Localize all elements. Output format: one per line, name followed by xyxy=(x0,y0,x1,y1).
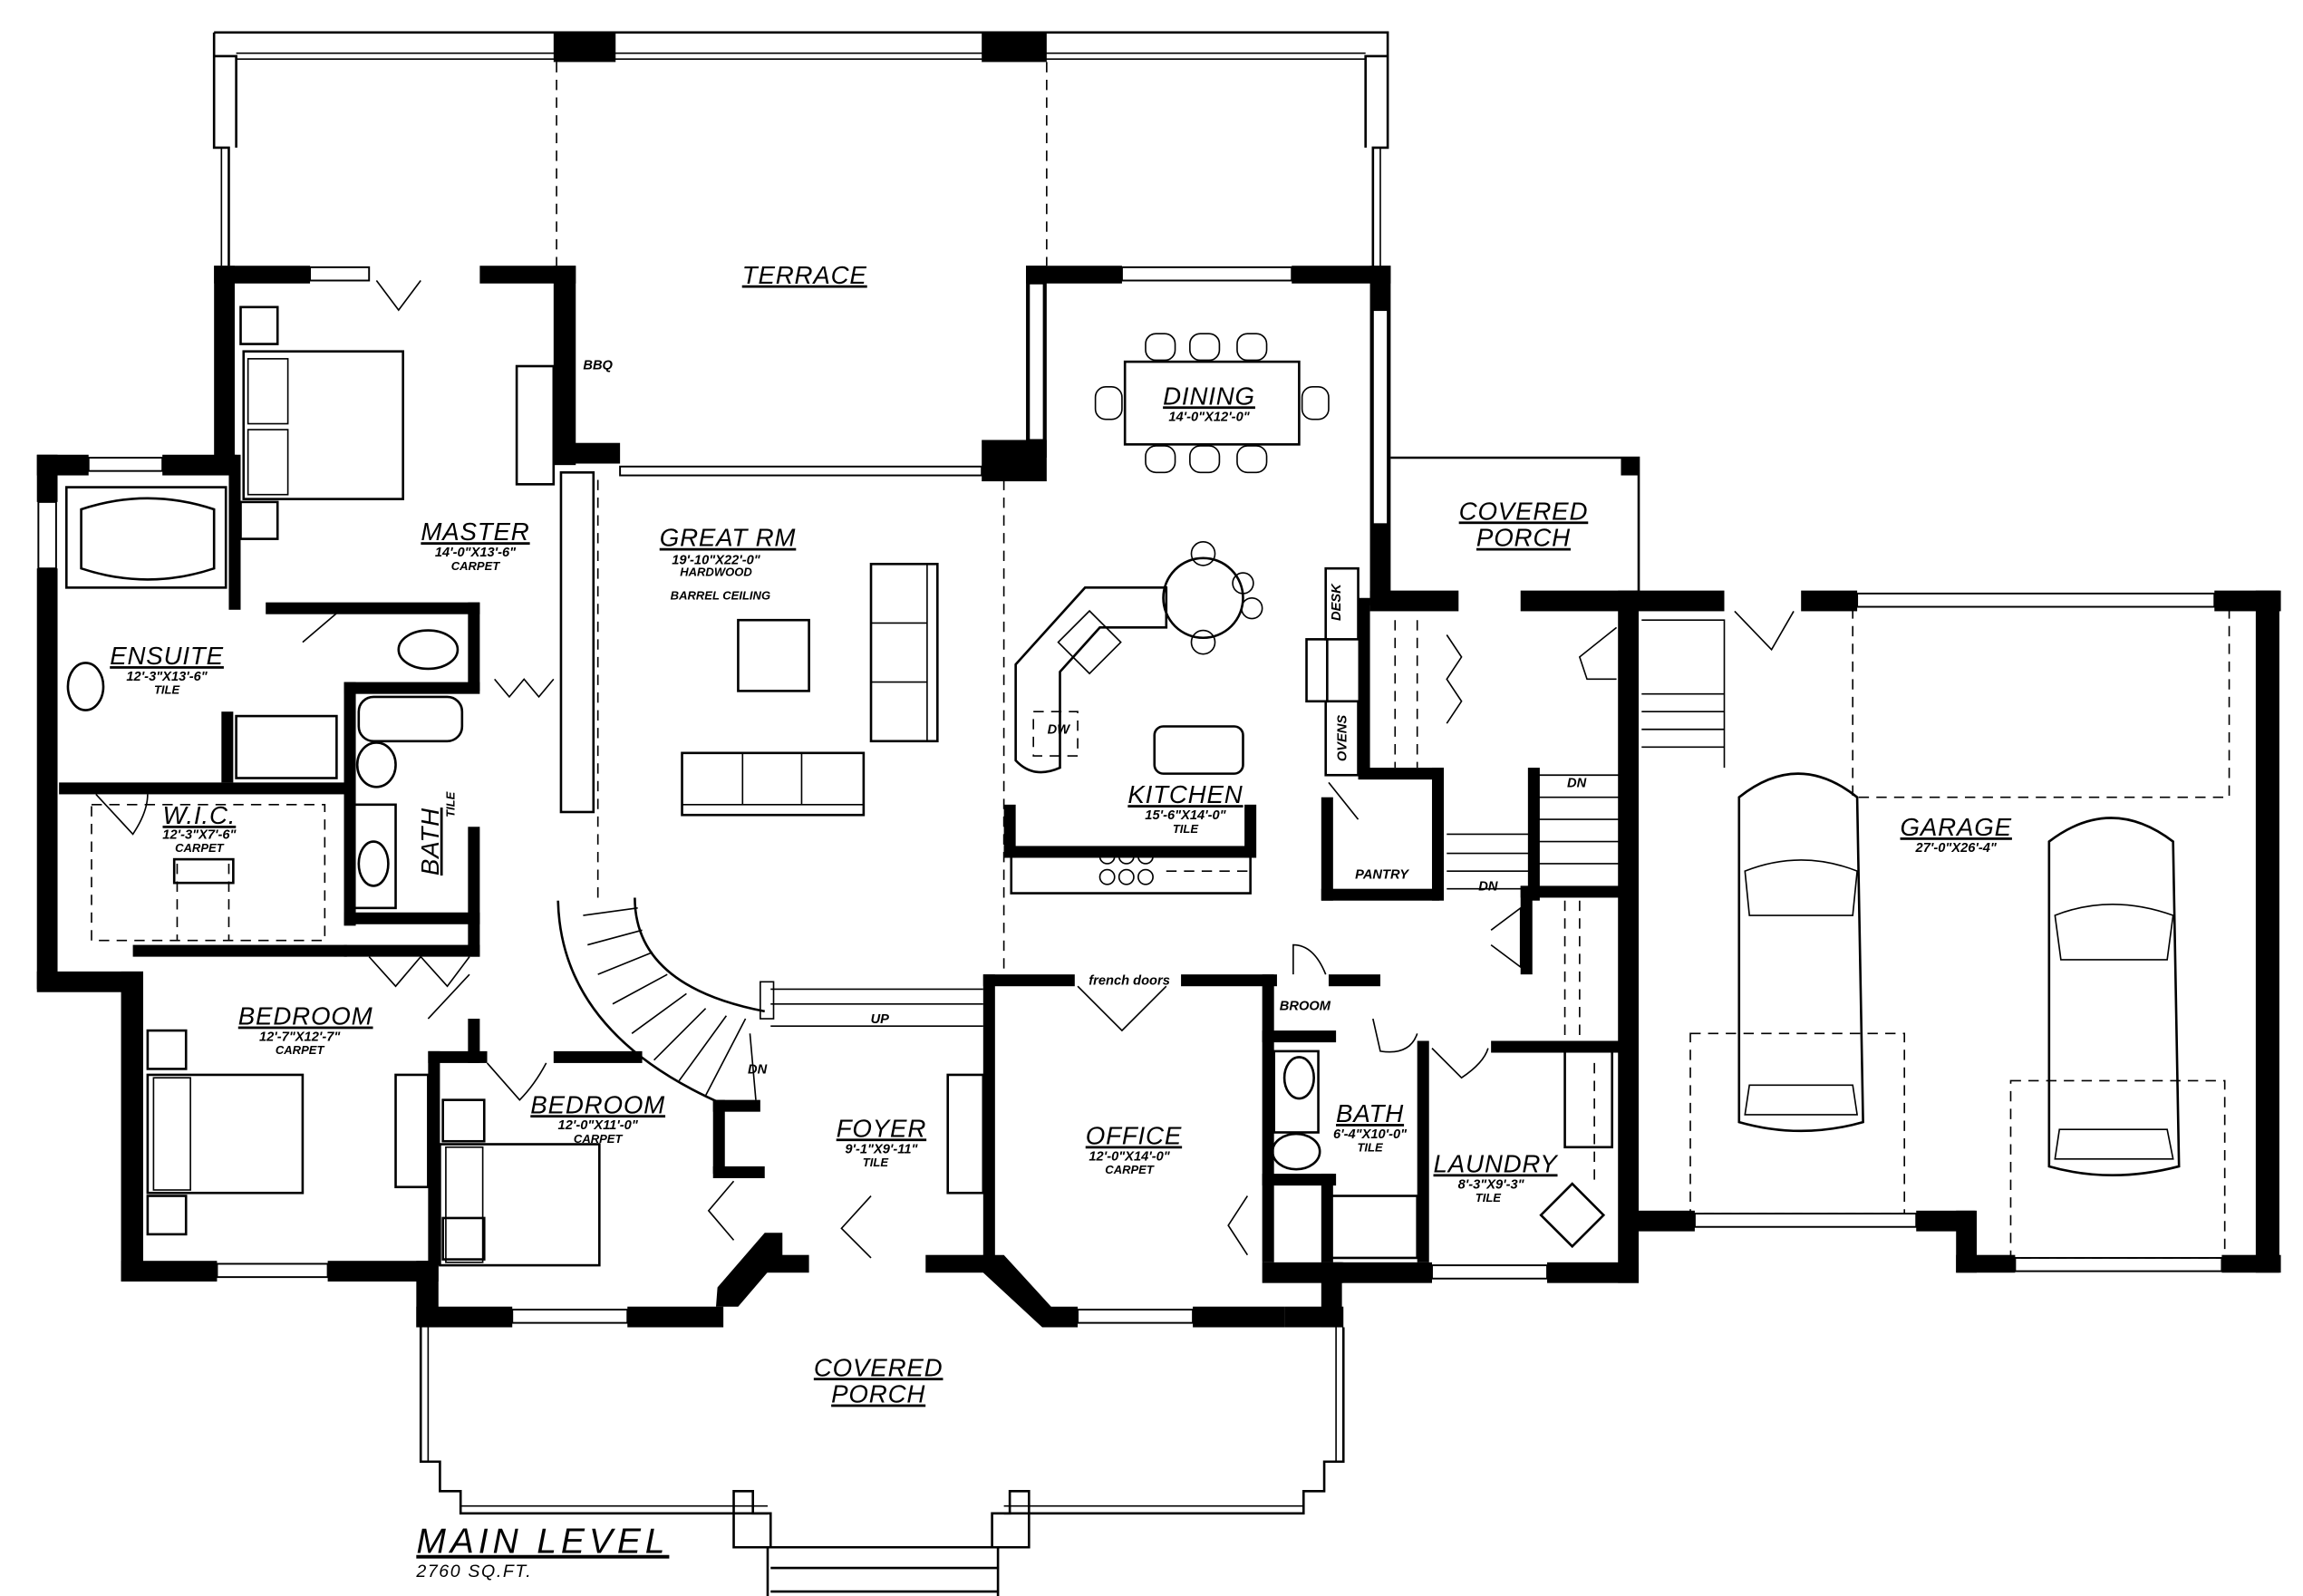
wic-label: W.I.C. xyxy=(163,801,237,829)
car-left xyxy=(1737,772,1864,1133)
laundry-label: LAUNDRY xyxy=(1434,1149,1560,1177)
office-dim: 12'-0"X14'-0" xyxy=(1089,1149,1170,1164)
desk-label: DESK xyxy=(1330,583,1344,621)
ensuite-label: ENSUITE xyxy=(110,642,224,670)
great-room-furniture xyxy=(556,470,1005,1106)
bedroom1-floor: CARPET xyxy=(276,1043,325,1057)
rear-covered-porch xyxy=(1390,456,1640,598)
dn-stair-top-label: DN xyxy=(1567,776,1587,790)
bedroom2-floor: CARPET xyxy=(574,1132,624,1146)
terrace-label: TERRACE xyxy=(742,261,867,289)
garage-label: GARAGE xyxy=(1901,813,2012,841)
garage-cars xyxy=(1689,608,2230,1259)
front-porch-label-1: COVERED xyxy=(814,1353,943,1381)
kitchen-dim: 15'-6"X14'-0" xyxy=(1145,808,1226,823)
dw-label: DW xyxy=(1048,723,1071,738)
master-dim: 14'-0"X13'-6" xyxy=(435,546,517,560)
bedroom1-label: BEDROOM xyxy=(238,1002,373,1030)
foyer-floor: TILE xyxy=(863,1156,889,1169)
windows xyxy=(37,266,2223,1324)
service-stairs xyxy=(1394,619,1726,1041)
door-swings xyxy=(95,280,1795,1259)
wic-dim: 12'-3"X7'-6" xyxy=(162,827,237,842)
broom-label: BROOM xyxy=(1280,999,1331,1013)
kitchen-floor: TILE xyxy=(1173,822,1199,836)
foyer-label: FOYER xyxy=(837,1114,926,1142)
bath2-dim: 6'-4"X10'-0" xyxy=(1333,1127,1408,1142)
ensuite-dim: 12'-3"X13'-6" xyxy=(126,670,208,684)
front-covered-porch xyxy=(419,1327,1345,1596)
great-rm-dim: 19'-10"X22'-0" xyxy=(672,553,761,567)
rear-porch-label-2: PORCH xyxy=(1476,524,1571,552)
great-rm-label: GREAT RM xyxy=(660,524,797,552)
dining-label: DINING xyxy=(1163,382,1255,410)
terrace-area xyxy=(212,31,1389,269)
great-rm-note: BARREL CEILING xyxy=(671,588,770,602)
dn-stair-main-label: DN xyxy=(748,1062,768,1077)
bbq-label: BBQ xyxy=(583,358,613,372)
room-labels: TERRACE BBQ MASTER 14'-0"X13'-6" CARPET … xyxy=(110,261,2012,1581)
wic-floor: CARPET xyxy=(175,841,225,855)
ensuite-floor: TILE xyxy=(154,683,180,697)
bedroom2-dim: 12'-0"X11'-0" xyxy=(558,1118,639,1133)
bath1-floor: TILE xyxy=(444,791,458,817)
bedroom1-dim: 12'-7"X12'-7" xyxy=(259,1030,341,1044)
ovens-label: OVENS xyxy=(1336,715,1350,762)
bath2-label: BATH xyxy=(1336,1099,1404,1127)
office-label: OFFICE xyxy=(1086,1122,1182,1150)
dining-dim: 14'-0"X12'-0" xyxy=(1168,410,1250,424)
front-porch-label-2: PORCH xyxy=(831,1380,925,1408)
laundry-dim: 8'-3"X9'-3" xyxy=(1458,1177,1525,1192)
office-floor: CARPET xyxy=(1105,1163,1155,1176)
dining-kitchen-furniture xyxy=(1010,333,1360,895)
plan-area: 2760 SQ.FT. xyxy=(415,1562,532,1581)
plan-title: MAIN LEVEL xyxy=(416,1523,669,1562)
pantry-label: PANTRY xyxy=(1355,867,1409,882)
bedroom-furniture xyxy=(146,1029,985,1267)
bath-laundry-fixtures xyxy=(1271,1049,1614,1260)
foyer-dim: 9'-1"X9'-11" xyxy=(845,1142,918,1156)
car-right xyxy=(2047,817,2181,1176)
master-label: MASTER xyxy=(421,517,529,546)
bath2-floor: TILE xyxy=(1357,1141,1383,1155)
kitchen-label: KITCHEN xyxy=(1127,780,1243,808)
french-doors-label: french doors xyxy=(1089,974,1170,989)
master-ensuite-furniture xyxy=(64,305,556,942)
laundry-floor: TILE xyxy=(1476,1191,1502,1204)
great-rm-floor: HARDWOOD xyxy=(680,565,752,578)
master-floor: CARPET xyxy=(451,559,501,573)
interior-walls xyxy=(59,454,1636,1270)
garage-dim: 27'-0"X26'-4" xyxy=(1915,841,1998,856)
dn-stair-bottom-label: DN xyxy=(1478,879,1498,894)
bedroom2-label: BEDROOM xyxy=(530,1090,665,1118)
rear-porch-label-1: COVERED xyxy=(1459,497,1589,525)
bath1-label: BATH xyxy=(416,808,444,875)
up-label: UP xyxy=(871,1012,890,1027)
